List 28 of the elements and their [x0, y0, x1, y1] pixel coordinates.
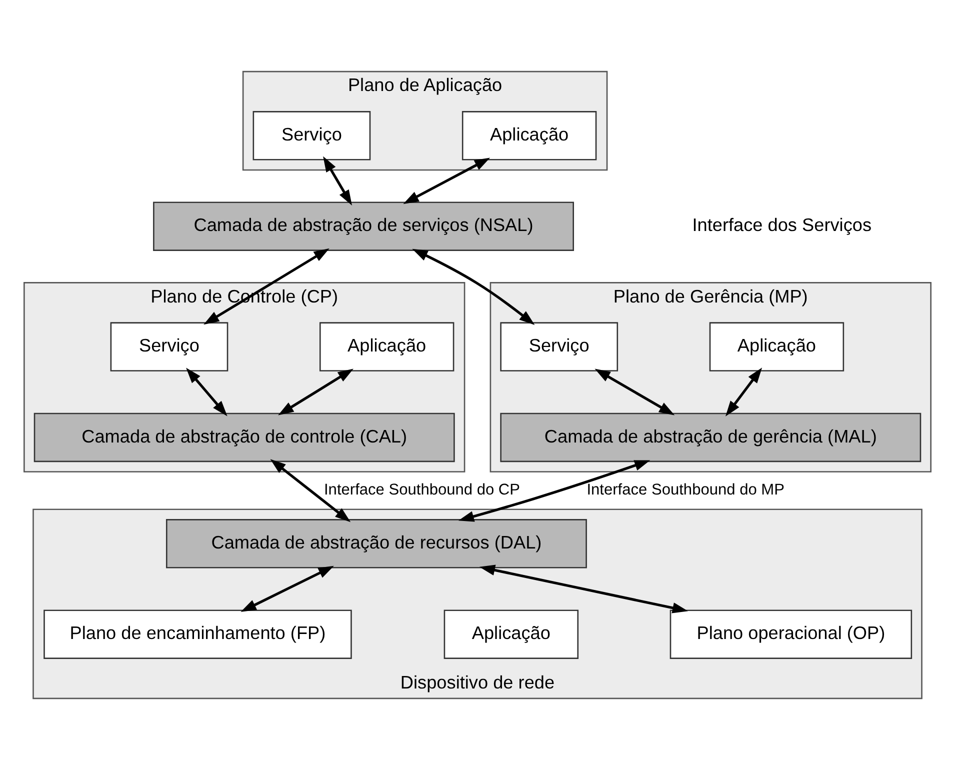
node-box: Camada de abstração de controle (CAL) — [34, 412, 455, 462]
arrow — [186, 367, 228, 416]
node-box: Aplicação — [319, 322, 454, 371]
edge-label: Interface Southbound do CP — [324, 481, 520, 498]
node-box: Plano de encaminhamento (FP) — [44, 609, 352, 658]
node-box: Plano operacional (OP) — [670, 609, 912, 658]
arrow — [323, 156, 352, 205]
node-box: Aplicação — [709, 322, 844, 371]
arrow — [204, 248, 330, 324]
arrow — [270, 458, 351, 522]
arrow — [278, 368, 354, 415]
arrow — [479, 564, 688, 613]
node-box: Camada de abstração de gerência (MAL) — [500, 412, 922, 462]
arrow — [594, 368, 675, 415]
node-box: Serviço — [500, 322, 618, 371]
edge-label: Interface Southbound do MP — [586, 481, 784, 498]
arrow — [725, 367, 762, 416]
arrow — [403, 157, 490, 204]
arrow — [458, 460, 650, 522]
arrow — [240, 565, 334, 612]
node-box: Aplicação — [462, 110, 597, 160]
node-box: Camada de abstração de recursos (DAL) — [166, 518, 587, 568]
node-box: Camada de abstração de serviços (NSAL) — [153, 201, 574, 250]
node-box: Aplicação — [444, 609, 579, 658]
node-box: Serviço — [110, 322, 228, 371]
arrow — [412, 248, 535, 324]
node-box: Serviço — [252, 110, 371, 160]
label: Interface dos Serviços — [692, 214, 872, 235]
